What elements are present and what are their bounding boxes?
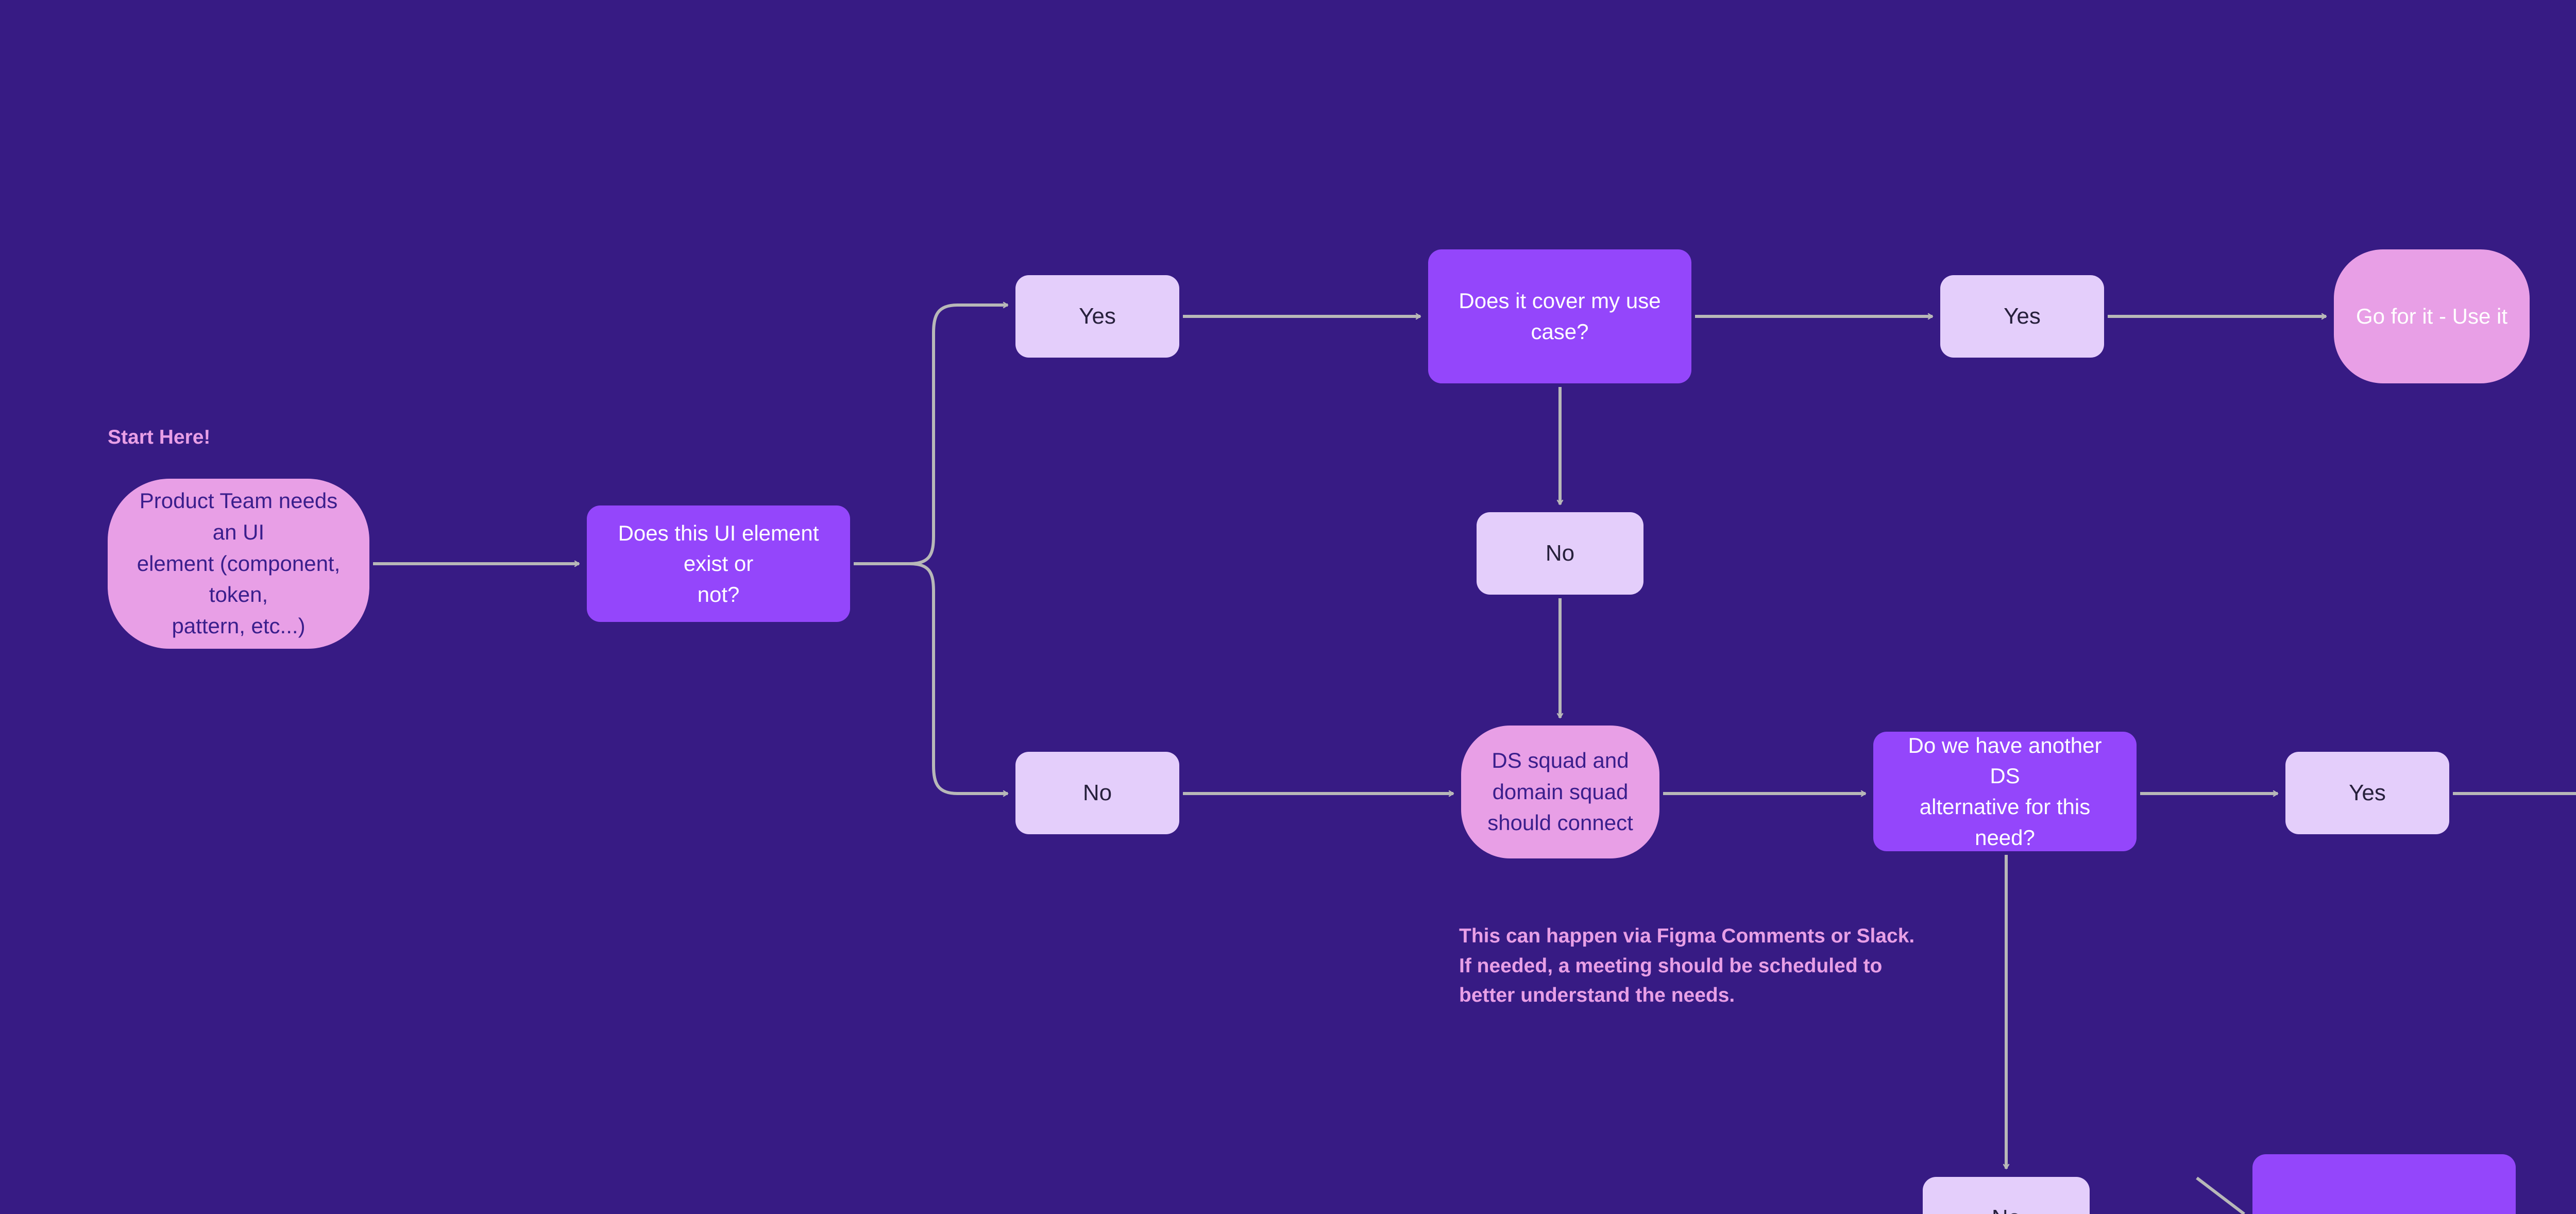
node-alternative-yes-label: Yes bbox=[2349, 780, 2386, 806]
node-alternative-no[interactable]: No bbox=[1923, 1177, 2090, 1214]
node-start-label: Product Team needs an UI element (compon… bbox=[137, 488, 341, 638]
node-exists-no[interactable]: No bbox=[1015, 752, 1179, 834]
node-covers-decision-label: Does it cover my use case? bbox=[1459, 289, 1661, 344]
node-covers-yes[interactable]: Yes bbox=[1940, 275, 2104, 358]
edge-no-to-design-system bbox=[2196, 1176, 2245, 1214]
node-start[interactable]: Product Team needs an UI element (compon… bbox=[108, 479, 369, 649]
node-exists-yes-label: Yes bbox=[1079, 304, 1116, 329]
node-alternative-decision[interactable]: Do we have another DS alternative for th… bbox=[1873, 732, 2137, 851]
node-covers-no-label: No bbox=[1545, 541, 1575, 566]
annotation-connect-note: This can happen via Figma Comments or Sl… bbox=[1459, 925, 1915, 1007]
node-covers-no[interactable]: No bbox=[1477, 512, 1643, 595]
node-alternative-yes[interactable]: Yes bbox=[2285, 752, 2449, 834]
node-alternative-no-label: No bbox=[1923, 1202, 2090, 1214]
node-squads-connect[interactable]: DS squad and domain squad should connect bbox=[1461, 726, 1659, 858]
node-covers-yes-label: Yes bbox=[2004, 304, 2041, 329]
node-exists-decision[interactable]: Does this UI element exist or not? bbox=[587, 505, 850, 622]
start-here-label: Start Here! bbox=[108, 426, 211, 448]
node-go-for-it[interactable]: Go for it - Use it bbox=[2334, 249, 2530, 383]
node-exists-decision-label: Does this UI element exist or not? bbox=[618, 520, 819, 606]
node-alternative-decision-label: Do we have another DS alternative for th… bbox=[1908, 733, 2102, 850]
node-design-system-decision[interactable]: Is it a Design System bbox=[2252, 1154, 2516, 1214]
node-exists-no-label: No bbox=[1082, 780, 1112, 806]
edge-exists-to-yes bbox=[909, 301, 1009, 565]
node-squads-connect-label: DS squad and domain squad should connect bbox=[1487, 748, 1633, 835]
node-covers-decision[interactable]: Does it cover my use case? bbox=[1428, 249, 1691, 383]
node-go-for-it-label: Go for it - Use it bbox=[2355, 304, 2508, 328]
node-exists-yes[interactable]: Yes bbox=[1015, 275, 1179, 358]
edge-exists-to-no bbox=[909, 562, 1009, 797]
